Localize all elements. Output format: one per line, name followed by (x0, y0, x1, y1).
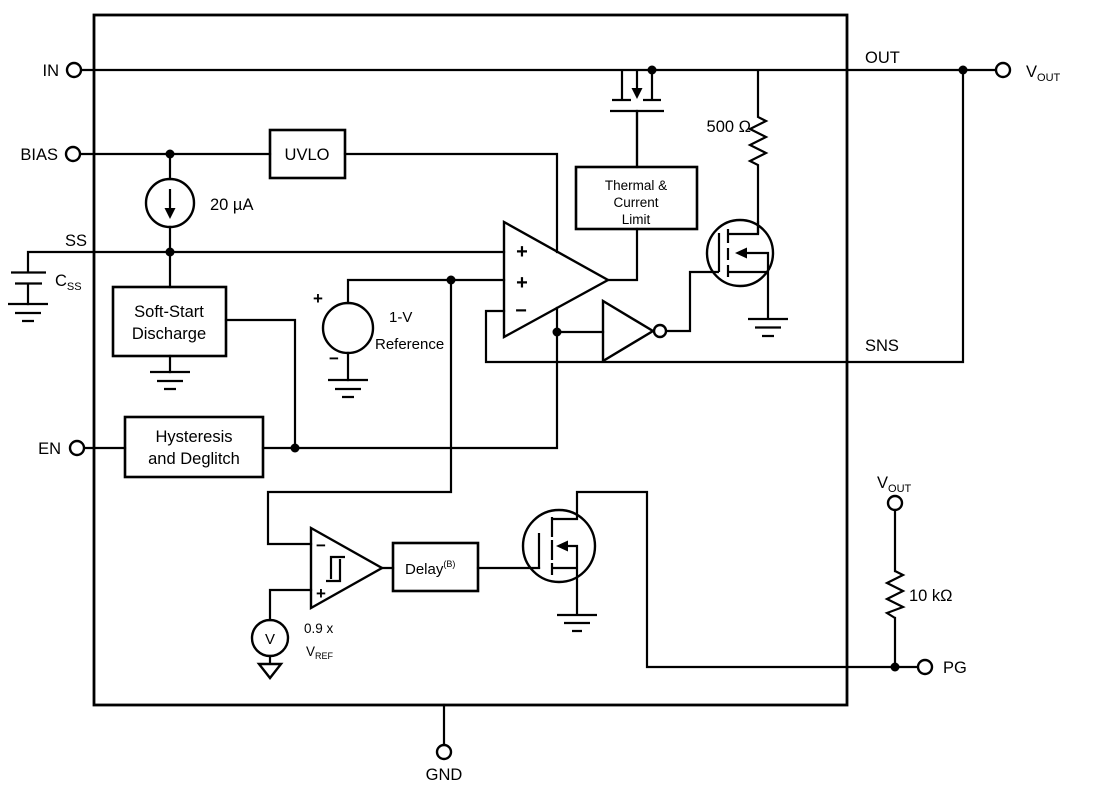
chip-outline (92, 13, 849, 707)
component-labels: 20 µA 500 Ω 10 kΩ 1-V Reference 0.9 x VR… (55, 118, 953, 661)
en-label: EN (38, 440, 61, 458)
amp-plus-2: + (516, 272, 528, 294)
pg-label: PG (943, 659, 967, 677)
pg-threshold-value: 0.9 x (304, 621, 334, 636)
ground-icon (557, 613, 597, 633)
pin-terminals (64, 61, 1012, 761)
block-labels: UVLO Thermal & Current Limit Soft-Start … (132, 146, 667, 578)
thermal-label-3: Limit (622, 212, 651, 227)
soft-start-discharge-box (111, 285, 228, 358)
thermal-label-2: Current (613, 195, 658, 210)
pullup-resistor-symbol (884, 570, 906, 619)
hysteresis-icon (326, 555, 345, 583)
sns-mosfet-internals (667, 221, 770, 333)
amp-minus: − (515, 300, 527, 322)
in-pin (65, 61, 83, 79)
ss-label: SS (65, 232, 87, 250)
hysteresis-label-1: Hysteresis (155, 428, 232, 446)
vout-label: VOUT (1026, 63, 1061, 84)
vout-pin (994, 61, 1012, 79)
gnd-pin (435, 743, 453, 761)
inverter-symbol (601, 298, 656, 364)
soft-start-label-1: Soft-Start (134, 303, 204, 321)
comp-plus: + (316, 584, 326, 603)
en-pin (68, 439, 86, 457)
component-bodies (111, 128, 775, 658)
discharge-resistor-value: 500 Ω (707, 118, 751, 136)
uvlo-label: UVLO (285, 146, 330, 164)
pg-comparator-symbol (309, 525, 385, 611)
delay-label: Delay(B) (405, 559, 455, 578)
junction-dots (165, 65, 968, 672)
bias-label: BIAS (20, 146, 58, 164)
reference-source-symbol (321, 301, 375, 355)
in-label: IN (43, 62, 60, 80)
amp-plus-1: + (516, 241, 528, 263)
pg-threshold-ref: VREF (306, 644, 334, 661)
vout-pullup-label: VOUT (877, 474, 912, 495)
thermal-label-1: Thermal & (605, 178, 667, 193)
ground-icon (748, 317, 788, 338)
body-diode-arrow-icon (556, 540, 568, 552)
hysteresis-deglitch-box (123, 415, 265, 479)
pullup-resistor-value: 10 kΩ (909, 587, 953, 605)
body-diode-arrow-icon (735, 247, 747, 259)
inverter-bubble-icon (652, 323, 668, 339)
pin-labels: IN BIAS SS EN GND OUT SNS PG VOUT VOUT (20, 49, 1060, 784)
ss-capacitor-symbol (11, 271, 46, 285)
reference-label-2: Reference (375, 336, 444, 353)
current-direction-arrow-icon (631, 88, 643, 99)
wires (26, 68, 998, 746)
arrow-down-icon (164, 208, 176, 219)
out-label: OUT (865, 49, 900, 67)
hysteresis-label-2: and Deglitch (148, 450, 240, 468)
soft-start-label-2: Discharge (132, 325, 206, 343)
voltage-source-letter: V (265, 631, 275, 648)
pg-mosfet-internals (537, 490, 895, 669)
ss-cap-label: CSS (55, 272, 82, 293)
vout-pullup-pin (886, 494, 904, 512)
ground-icon (328, 378, 368, 399)
current-source-arrow (164, 189, 176, 219)
ground-symbols (8, 302, 788, 680)
pass-fet-symbol (610, 70, 664, 167)
ground-icon (150, 370, 190, 391)
gnd-label: GND (426, 766, 463, 784)
reference-label-1: 1-V (389, 309, 412, 326)
sns-label: SNS (865, 337, 899, 355)
discharge-resistor-symbol (747, 70, 769, 234)
current-source-value: 20 µA (210, 196, 253, 214)
ground-arrow-icon (256, 662, 284, 680)
polarity-signs: + + − + − − + (313, 241, 528, 603)
bias-pin (64, 145, 82, 163)
comp-minus: − (316, 536, 326, 555)
ground-icon (8, 302, 48, 323)
ref-minus: − (329, 349, 339, 368)
ref-plus: + (313, 289, 323, 308)
pg-pin (916, 658, 934, 676)
